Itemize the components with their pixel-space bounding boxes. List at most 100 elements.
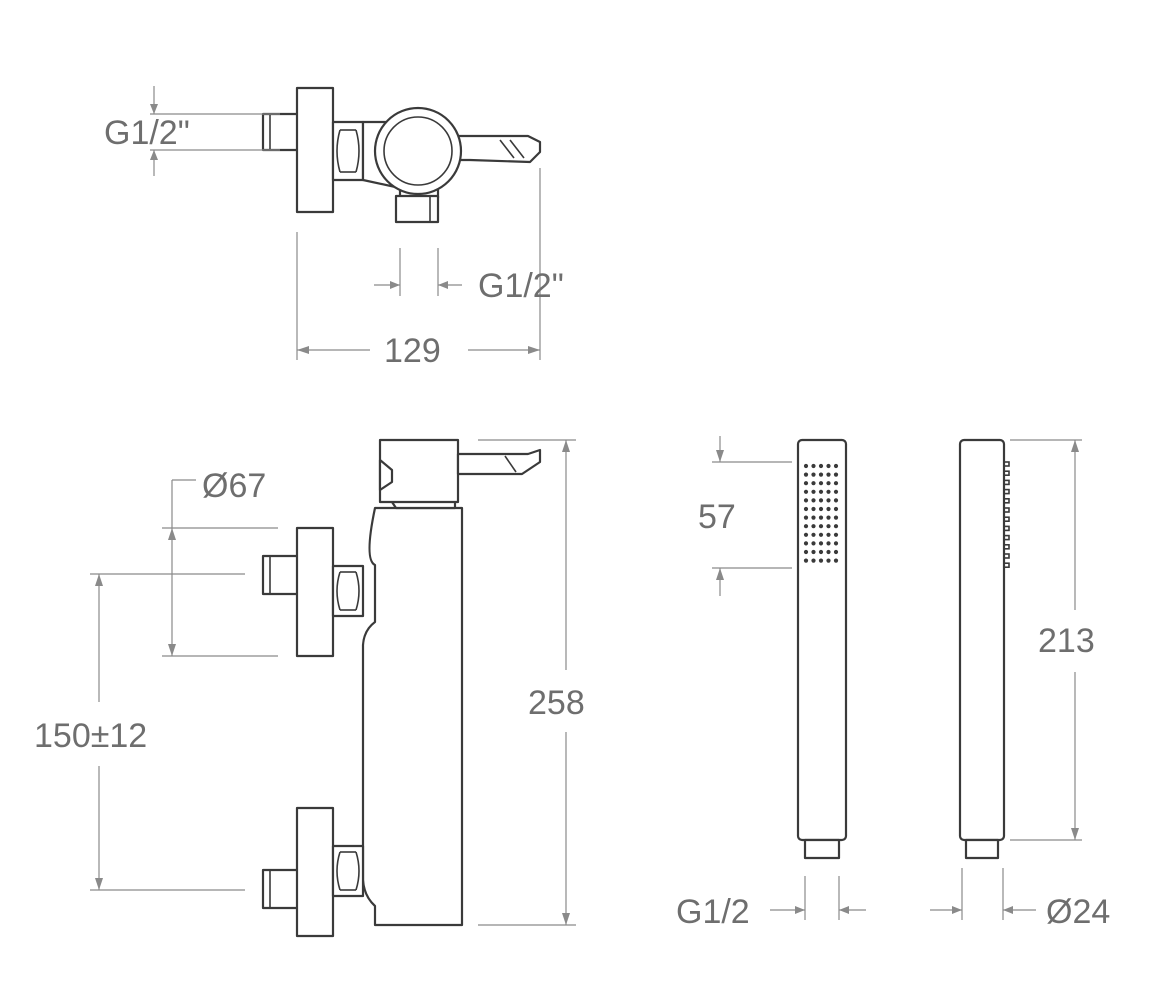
top-lever-handle xyxy=(453,134,542,164)
hand-shower-dimensions xyxy=(712,436,1082,920)
spray-nozzle xyxy=(826,541,831,546)
top-outlet-thread-label: G1/2" xyxy=(478,267,564,305)
side-nozzle xyxy=(1003,479,1010,486)
spray-nozzle xyxy=(818,558,824,563)
spray-nozzle xyxy=(826,549,831,555)
spray-nozzle xyxy=(818,481,824,486)
spray-nozzle xyxy=(818,498,824,503)
side-nozzle xyxy=(1003,488,1010,495)
arrow xyxy=(1071,440,1079,452)
top-dimensions xyxy=(150,86,541,360)
arrow xyxy=(795,906,805,914)
arrow xyxy=(150,104,158,114)
spray-nozzle xyxy=(803,498,809,503)
front-cap-detail xyxy=(378,458,394,492)
spray-nozzle xyxy=(803,472,809,477)
spray-nozzle xyxy=(803,524,809,529)
spray-nozzle xyxy=(811,498,816,503)
spray-nozzle xyxy=(803,515,809,520)
lower-wall-flange xyxy=(295,806,335,938)
spray-nozzle xyxy=(811,489,816,494)
arrow xyxy=(562,913,570,925)
arrow xyxy=(95,878,103,890)
side-nozzle xyxy=(1003,516,1010,523)
arrow xyxy=(1003,906,1013,914)
spray-nozzle xyxy=(833,498,839,503)
spray-nozzle xyxy=(818,524,824,529)
arrow xyxy=(297,346,309,354)
side-nozzle xyxy=(1003,497,1010,504)
arrow xyxy=(716,450,724,462)
spray-nozzle xyxy=(803,541,809,546)
hand-shower-side xyxy=(958,438,1010,860)
spray-nozzle xyxy=(818,515,824,520)
top-depth-label: 129 xyxy=(384,332,441,370)
spray-nozzle xyxy=(803,558,809,563)
side-nozzle-row xyxy=(1003,461,1010,569)
spray-nozzle xyxy=(826,558,831,563)
hand-shower-length-label: 213 xyxy=(1038,622,1095,660)
spray-face-length-label: 57 xyxy=(698,498,736,536)
arrow xyxy=(390,281,400,289)
hand-shower-side-connector xyxy=(964,838,1000,860)
upper-inlet-nipple xyxy=(261,554,303,596)
spray-nozzle xyxy=(803,489,809,494)
hand-shower-thread-label: G1/2 xyxy=(676,893,750,931)
front-view xyxy=(261,438,542,938)
side-nozzle xyxy=(1003,507,1010,513)
spray-nozzle xyxy=(833,532,839,537)
flange-diameter-label: Ø67 xyxy=(202,467,266,505)
side-nozzle xyxy=(1003,525,1010,532)
spray-nozzle xyxy=(811,463,816,469)
top-cartridge-body xyxy=(373,106,463,196)
front-mixer-body xyxy=(361,506,464,927)
front-lever-handle xyxy=(456,448,542,476)
spray-nozzle xyxy=(833,549,839,555)
hand-shower-diameter-label: Ø24 xyxy=(1046,893,1110,931)
arrow xyxy=(150,150,158,160)
top-wall-flange xyxy=(295,86,335,214)
spray-nozzle xyxy=(818,532,824,537)
spray-nozzle xyxy=(811,558,816,563)
spray-nozzle xyxy=(833,481,839,486)
hand-shower-front-connector xyxy=(803,838,841,860)
side-nozzle xyxy=(1003,470,1010,477)
spray-nozzle xyxy=(811,541,816,546)
spray-nozzle xyxy=(818,541,824,546)
spray-nozzle xyxy=(833,524,839,529)
lower-hex-nut xyxy=(331,844,365,898)
arrow xyxy=(95,574,103,586)
arrow xyxy=(839,906,849,914)
spray-nozzle xyxy=(826,481,831,486)
spray-nozzle xyxy=(811,532,816,537)
spray-nozzle xyxy=(826,463,831,469)
spray-nozzle xyxy=(803,481,809,486)
spray-nozzle xyxy=(811,472,816,477)
spray-nozzle xyxy=(803,532,809,537)
spray-nozzle xyxy=(833,541,839,546)
spray-nozzle xyxy=(833,506,839,512)
spray-nozzle xyxy=(818,549,824,555)
inlet-spacing-label: 150±12 xyxy=(34,717,147,755)
spray-nozzle xyxy=(811,524,816,529)
arrow xyxy=(716,568,724,580)
total-height-label: 258 xyxy=(528,684,585,722)
arrow xyxy=(438,281,448,289)
side-nozzle xyxy=(1003,534,1010,541)
spray-nozzle xyxy=(811,481,816,486)
spray-nozzle xyxy=(818,506,824,512)
side-nozzle xyxy=(1003,553,1010,559)
arrow xyxy=(168,644,176,656)
spray-nozzle xyxy=(803,549,809,555)
top-inlet-nipple xyxy=(261,112,303,152)
spray-nozzle xyxy=(826,506,831,512)
top-outlet-nipple xyxy=(394,194,440,224)
upper-wall-flange xyxy=(295,526,335,658)
arrow xyxy=(168,528,176,540)
spray-nozzle xyxy=(818,472,824,477)
spray-nozzle xyxy=(833,472,839,477)
lower-inlet-nipple xyxy=(261,868,303,910)
top-view xyxy=(261,86,542,224)
spray-nozzle xyxy=(826,489,831,494)
